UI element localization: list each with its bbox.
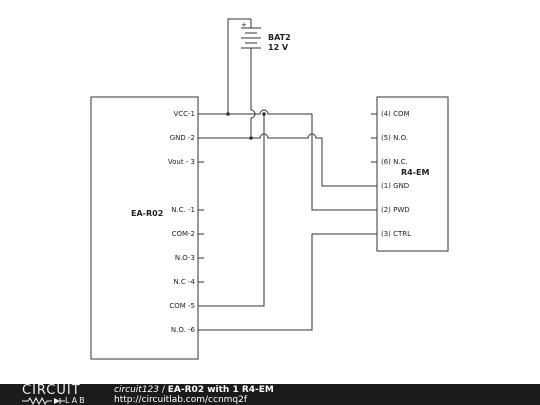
battery-voltage: 12 V — [268, 43, 289, 52]
pin-label: COM -5 — [169, 302, 195, 310]
wire-no6-ctrl[interactable] — [204, 233, 371, 331]
pin-label: COM-2 — [172, 230, 195, 238]
pin-label: GND -2 — [170, 134, 195, 142]
schematic-svg: + BAT2 12 V EA-R02 VCC-1 GND -2 Vout - 3… — [90, 18, 449, 360]
pin-label: (1) GND — [381, 182, 409, 190]
author-link[interactable]: circuit123 — [114, 385, 160, 395]
pin-label: (5) N.O. — [381, 134, 408, 142]
wire-battery-negative[interactable] — [250, 57, 256, 138]
wire-battery-positive[interactable] — [227, 18, 251, 114]
resistor-icon — [22, 396, 65, 405]
logo-text-top: CIRCUIT — [22, 383, 81, 398]
r4-em-label: R4-EM — [401, 168, 430, 177]
circuitlab-logo[interactable]: CIRCUIT LAB — [22, 384, 96, 405]
pin-label: N.O-3 — [175, 254, 195, 262]
pin-label: (6) N.C. — [381, 158, 408, 166]
wire-com5[interactable] — [204, 114, 265, 307]
pin-label: (4) COM — [381, 110, 410, 118]
pin-label: (2) PWD — [381, 206, 410, 214]
circuit-meta: circuit123 / EA-R02 with 1 R4-EM — [114, 385, 274, 395]
pin-label: Vout - 3 — [168, 158, 195, 166]
pin-label: (3) CTRL — [381, 230, 411, 238]
battery-polarity: + — [241, 21, 247, 29]
circuit-title: EA-R02 with 1 R4-EM — [167, 385, 274, 395]
r4-em-block[interactable] — [376, 96, 449, 252]
ea-r02-label: EA-R02 — [131, 209, 163, 218]
pin-label: N.O. -6 — [171, 326, 196, 334]
pin-label: N.C. -1 — [171, 206, 195, 214]
circuit-url[interactable]: http://circuitlab.com/ccnmq2f — [114, 395, 248, 405]
wire-gnd[interactable] — [204, 133, 371, 187]
logo-text-bottom: LAB — [65, 396, 87, 405]
battery-name: BAT2 — [268, 33, 291, 42]
meta-separator: / — [159, 385, 168, 395]
wire-vcc-pwd[interactable] — [204, 109, 371, 211]
ea-r02-block[interactable] — [90, 96, 199, 360]
pin-label: N.C -4 — [173, 278, 195, 286]
pin-label: VCC-1 — [173, 110, 195, 118]
footer-bar: CIRCUIT LAB circuit123 / EA-R02 with 1 R… — [0, 384, 540, 405]
